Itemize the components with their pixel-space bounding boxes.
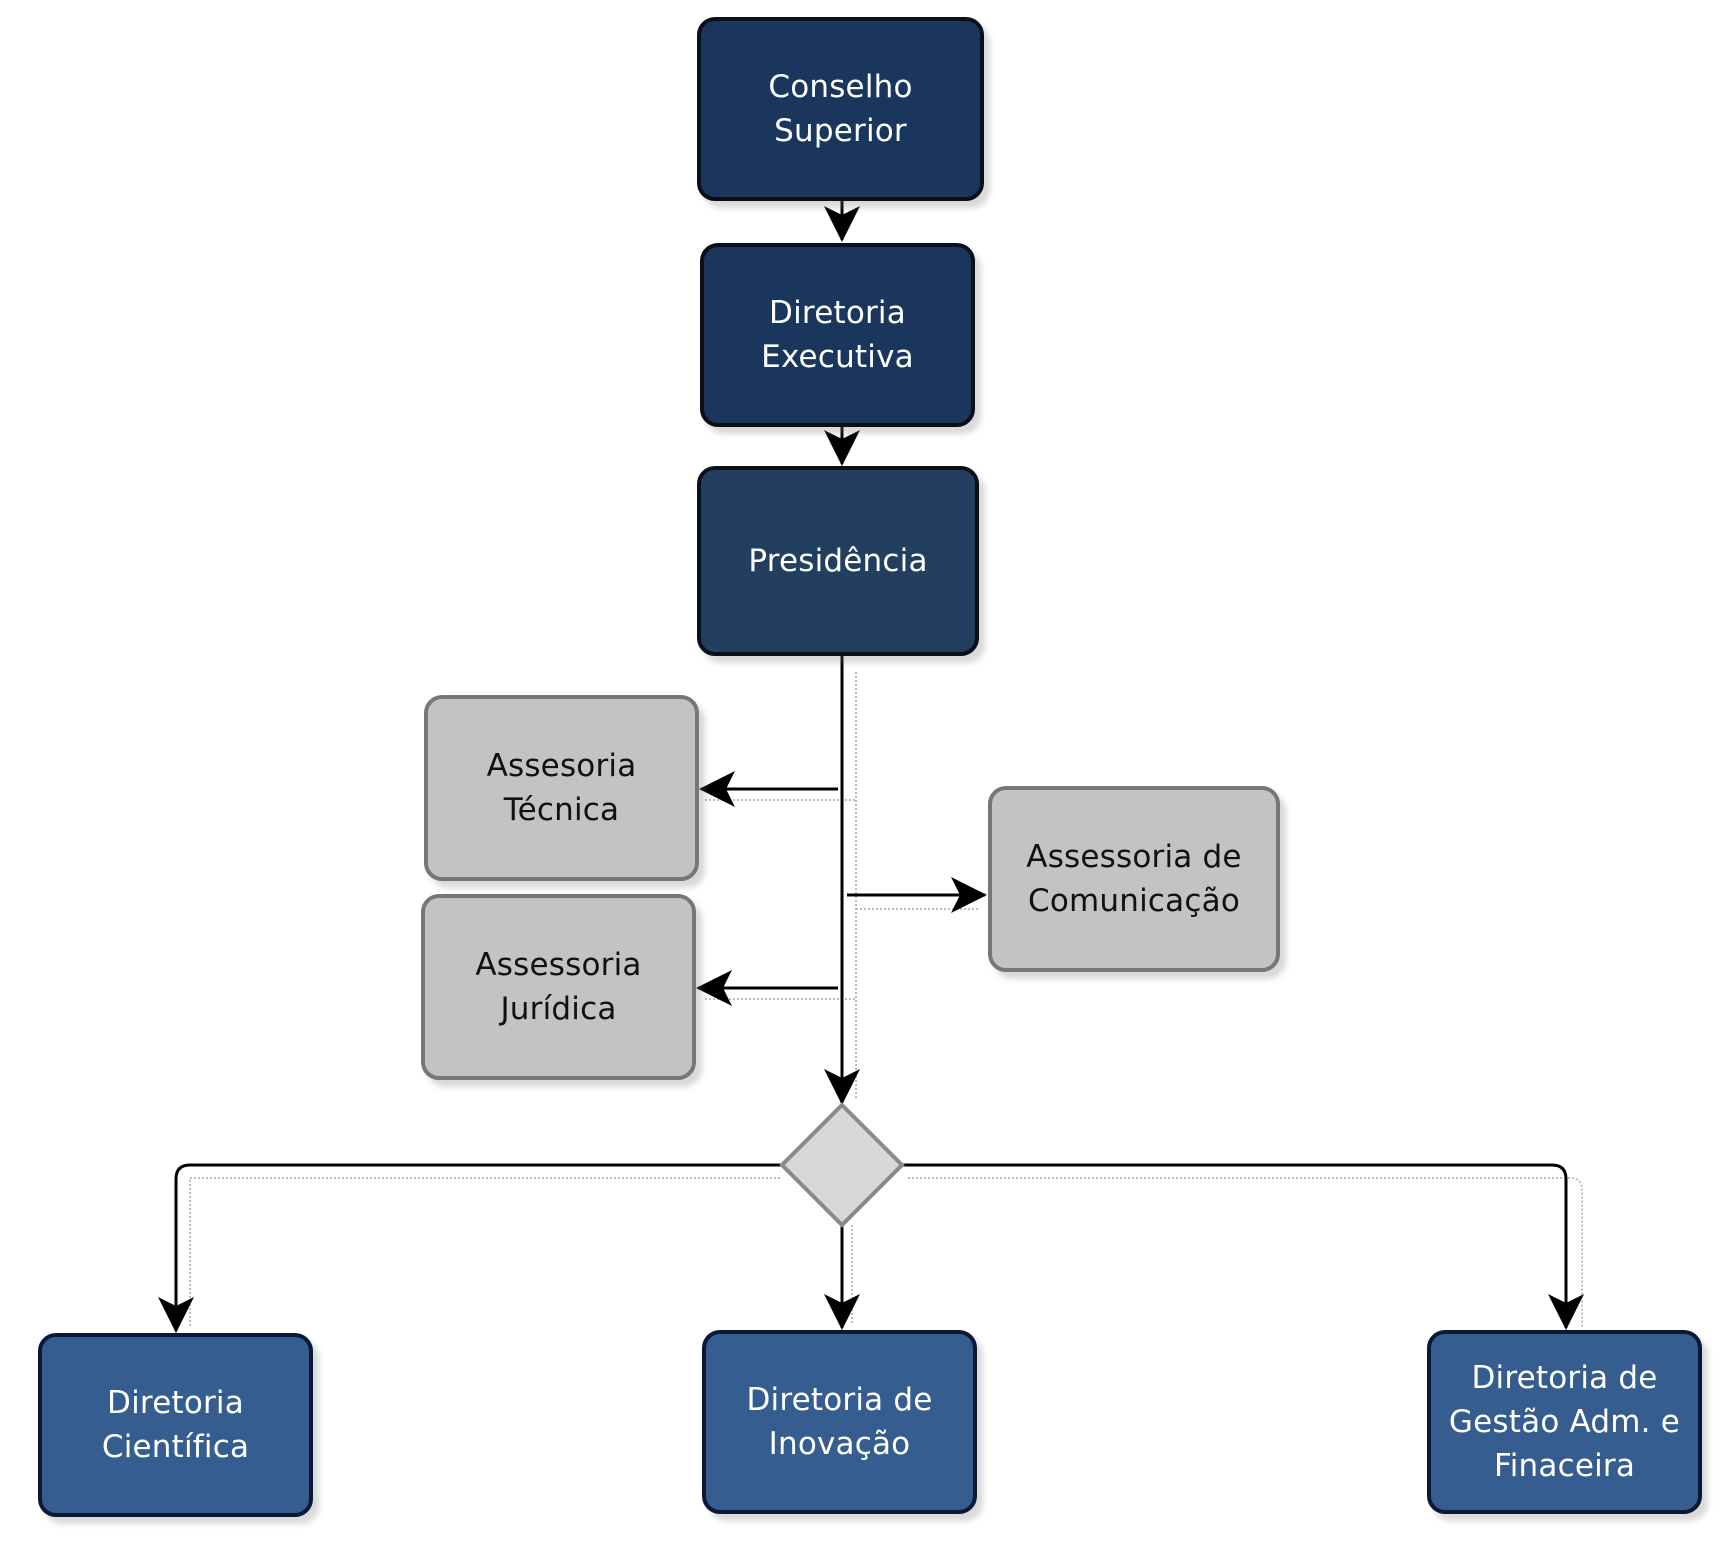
node-label-line: Técnica — [503, 792, 620, 828]
connector-shadows — [188, 672, 1583, 1328]
node-diretoria-inovacao[interactable]: Diretoria de Inovação — [702, 1330, 977, 1514]
node-assessoria-comunicacao[interactable]: Assessoria de Comunicação — [988, 786, 1280, 972]
node-label-line: Jurídica — [500, 991, 617, 1027]
node-assesoria-tecnica[interactable]: Assesoria Técnica — [424, 695, 699, 881]
node-label-line: Assessoria — [475, 947, 642, 983]
node-label-line: Comunicação — [1028, 883, 1240, 919]
node-label-line: Assesoria — [486, 748, 637, 784]
connector-to-diretoria-gestao — [902, 1163, 1584, 1330]
node-label-line: Diretoria de — [746, 1382, 933, 1418]
node-label-line: Científica — [101, 1429, 250, 1465]
node-label-line: Inovação — [768, 1426, 911, 1462]
node-label-line: Assessoria de — [1026, 839, 1242, 875]
connector-to-diretoria-cientifica — [158, 1163, 782, 1333]
node-label-line: Diretoria de — [1471, 1360, 1658, 1396]
node-diretoria-gestao[interactable]: Diretoria de Gestão Adm. e Finaceira — [1427, 1330, 1702, 1514]
node-conselho-superior[interactable]: Conselho Superior — [697, 17, 984, 201]
node-label-line: Finaceira — [1493, 1448, 1636, 1484]
node-diretoria-executiva[interactable]: Diretoria Executiva — [700, 243, 975, 427]
node-presidencia[interactable]: Presidência — [697, 466, 979, 656]
node-label-line: Presidência — [748, 543, 928, 579]
decision-diamond — [779, 1102, 905, 1228]
node-label-line: Conselho — [768, 69, 913, 105]
node-label-line: Diretoria — [769, 295, 906, 331]
node-label-line: Gestão Adm. e — [1448, 1404, 1681, 1440]
node-diretoria-cientifica[interactable]: Diretoria Científica — [38, 1333, 313, 1517]
node-label-line: Superior — [774, 113, 907, 149]
node-label-line: Executiva — [761, 339, 914, 375]
node-assessoria-juridica[interactable]: Assessoria Jurídica — [421, 894, 696, 1080]
node-label-line: Diretoria — [107, 1385, 244, 1421]
